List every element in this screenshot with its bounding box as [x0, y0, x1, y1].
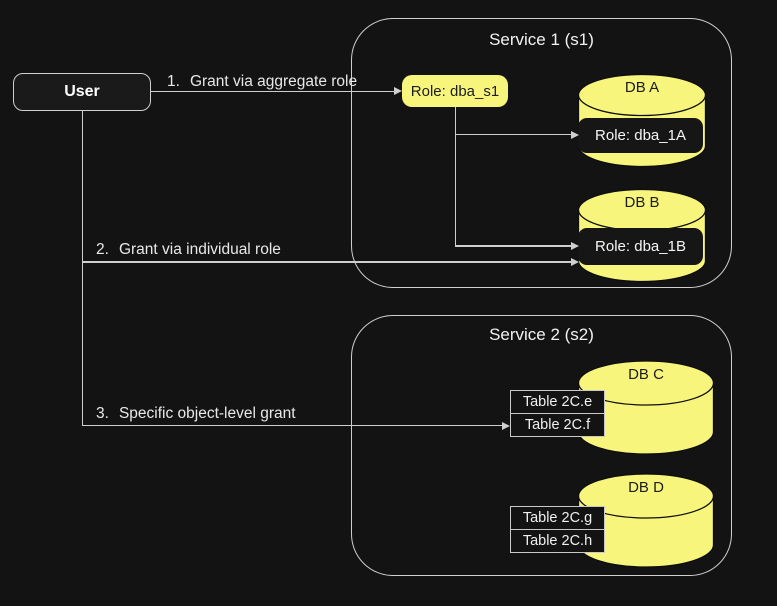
role-dba-1a-node: Role: dba_1A: [578, 118, 703, 153]
grant-2-text: Grant via individual role: [118, 241, 281, 258]
table-2cg: Table 2C.g: [522, 510, 593, 526]
role-dba-1a-label: Role: dba_1A: [595, 127, 686, 144]
db-b-label: DB B: [624, 194, 660, 211]
service2-title: Service 2 (s2): [489, 325, 594, 344]
db-c-table-stack: Table 2C.e Table 2C.f: [510, 390, 605, 437]
arrowhead-icon: [570, 130, 579, 139]
service2-container: Service 2 (s2): [351, 315, 732, 576]
arrowhead-icon: [570, 241, 579, 250]
table-2cf: Table 2C.f: [511, 413, 604, 436]
grant-2-number: 2.: [96, 241, 109, 258]
db-c-label: DB C: [628, 366, 664, 383]
db-d-table-stack: Table 2C.g Table 2C.h: [510, 506, 605, 553]
service1-container: Service 1 (s1): [351, 18, 732, 288]
db-d-label: DB D: [628, 479, 664, 496]
arrowhead-icon: [570, 257, 579, 266]
edge-role-s1-trunk: [455, 107, 457, 247]
grant-3-text: Specific object-level grant: [118, 405, 296, 422]
grant-1-number: 1.: [167, 73, 180, 90]
role-dba-s1-node: Role: dba_s1: [402, 75, 508, 107]
arrowhead-icon: [501, 421, 510, 430]
table-2ch: Table 2C.h: [511, 529, 604, 552]
edge-user-to-role-1b: [82, 261, 571, 263]
grant-1-label: 1. Grant via aggregate role: [167, 73, 357, 90]
table-2ce: Table 2C.e: [522, 394, 593, 410]
db-a-label: DB A: [624, 79, 660, 96]
role-dba-1b-node: Role: dba_1B: [578, 228, 703, 265]
grant-3-label: 3. Specific object-level grant: [96, 405, 296, 422]
arrowhead-icon: [393, 87, 402, 95]
edge-user-to-role-s1: [151, 90, 394, 92]
user-node: User: [13, 73, 151, 111]
edge-user-to-table-2cf: [82, 425, 502, 427]
grant-1-text: Grant via aggregate role: [189, 73, 358, 90]
edge-user-trunk: [82, 111, 84, 426]
edge-role-s1-to-role-1a: [455, 134, 571, 136]
edge-role-s1-to-role-1b: [455, 245, 571, 247]
user-node-label: User: [64, 83, 100, 100]
grant-3-number: 3.: [96, 405, 109, 422]
service1-title: Service 1 (s1): [489, 30, 594, 49]
role-dba-1b-label: Role: dba_1B: [595, 238, 686, 255]
grant-2-label: 2. Grant via individual role: [96, 241, 281, 258]
role-dba-s1-label: Role: dba_s1: [410, 82, 500, 100]
